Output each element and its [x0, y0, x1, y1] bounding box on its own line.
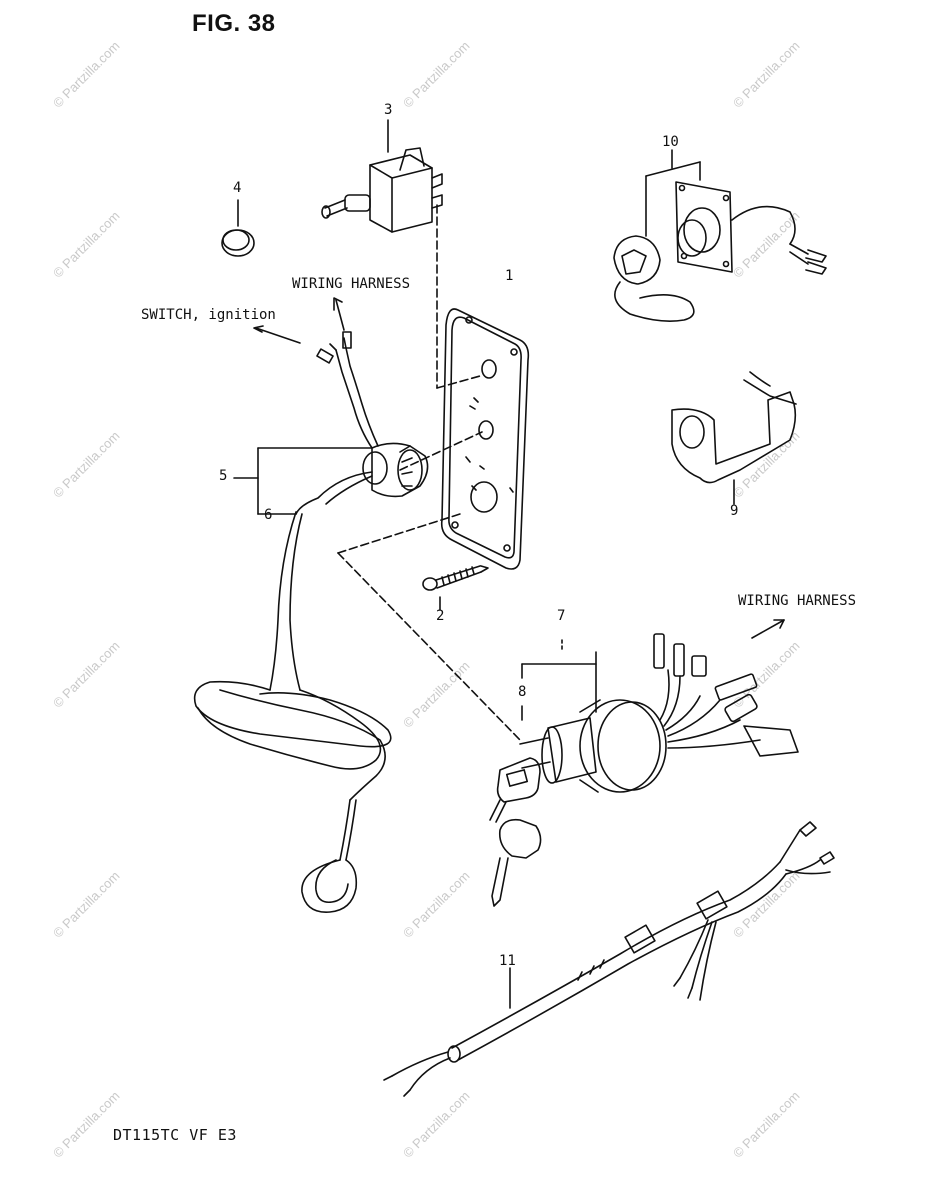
- switch-panel-plate: [440, 308, 530, 570]
- callout-2: 2: [436, 608, 445, 624]
- screw: [422, 565, 489, 611]
- wiring-harness-cable: [383, 821, 835, 1097]
- switch-ignition-label: SWITCH, ignition: [141, 307, 276, 323]
- callout-3: 3: [384, 102, 393, 118]
- wiring-harness-label-right: WIRING HARNESS: [738, 593, 857, 609]
- callout-5: 5: [219, 468, 228, 484]
- callout-4: 4: [233, 180, 242, 196]
- callout-7: 7: [557, 608, 566, 624]
- mounting-bracket: [671, 371, 797, 505]
- model-code: DT115TC VF E3: [113, 1126, 237, 1144]
- callout-6: 6: [264, 507, 273, 523]
- callout-10: 10: [662, 134, 679, 150]
- callout-9: 9: [730, 503, 739, 519]
- callout-11: 11: [499, 953, 516, 969]
- ignition-switch-assembly: [337, 513, 799, 907]
- rubber-cap: [221, 199, 255, 257]
- stop-switch-assembly: [193, 297, 483, 913]
- wiring-harness-label-top: WIRING HARNESS: [292, 276, 411, 292]
- toggle-switch: [321, 119, 481, 389]
- callout-1: 1: [505, 268, 514, 284]
- figure-title: FIG. 38: [192, 10, 276, 37]
- switch-with-cover: [613, 149, 827, 322]
- callout-8: 8: [518, 684, 527, 700]
